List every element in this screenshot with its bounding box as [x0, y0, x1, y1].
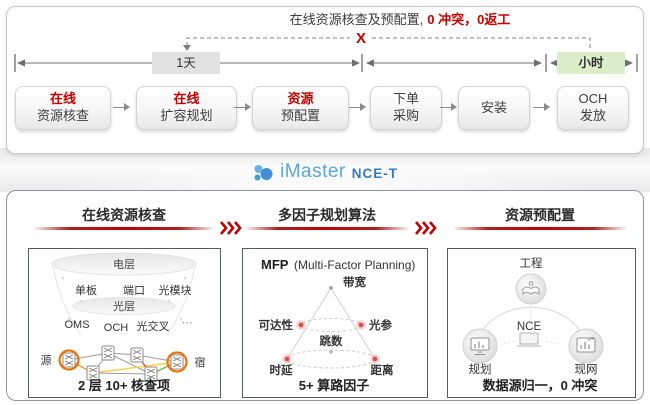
data-sync-diagram: 工程 NCE 规划: [462, 257, 604, 393]
mfp-full: (Multi-Factor Planning): [294, 258, 415, 272]
svg-text:OMS: OMS: [64, 319, 89, 331]
panel1-caption: 2 层 10+ 核查项: [78, 378, 170, 393]
process-flow-panel: [6, 6, 644, 154]
factor-cone: 带宽 可达性 光参 跳数 时延 距离: [259, 275, 394, 377]
engineering-label: 工程: [520, 257, 543, 270]
process-step-preconfig: 资源 预配置: [252, 86, 349, 130]
planning-label: 规划: [469, 362, 492, 376]
network-topology: 源 宿: [41, 345, 206, 382]
svg-text:光模块: 光模块: [159, 283, 192, 297]
flow-arrow-icon: [440, 103, 458, 111]
source-label: 源: [41, 353, 52, 367]
sink-label: 宿: [195, 355, 206, 369]
title-underline: [452, 227, 628, 230]
svg-text:跳数: 跳数: [320, 334, 343, 348]
hour-duration-chip: 小时: [557, 52, 625, 74]
annotation-text: 在线资源核查及预配置,: [289, 12, 424, 27]
svg-text:OCH: OCH: [104, 322, 129, 334]
day-duration-chip: 1天: [152, 52, 220, 74]
svg-text:时延: 时延: [270, 363, 293, 377]
svg-text:距离: 距离: [371, 363, 394, 377]
process-step-install: 安装: [458, 86, 530, 130]
process-step-expansion-planning: 在线 扩容规划: [136, 86, 237, 130]
network-node-icon: [62, 345, 184, 382]
live-network-icon: [568, 328, 604, 364]
svg-text:⋯: ⋯: [182, 317, 193, 329]
panel3-caption: 数据源归一，0 冲突: [483, 378, 598, 393]
nce-label: NCE: [517, 321, 542, 333]
panel-title-preconfig: 资源预配置: [505, 207, 575, 223]
resource-check-box: 电层 单板 端口 光模块 光层 OMS OCH 光交叉 ⋯: [28, 248, 221, 398]
panel-title-mfp-algorithm: 多因子规划算法: [278, 207, 376, 223]
triple-chevron-right-icon: [220, 221, 242, 235]
title-underline: [244, 227, 410, 230]
process-step-order: 下单 采购: [370, 86, 442, 130]
svg-text:单板: 单板: [75, 283, 97, 297]
mfp-cone-diagram: MFP (Multi-Factor Planning) 带宽 可达性 光参 跳: [259, 257, 416, 393]
brand-logo: iMaster NCE-T: [0, 158, 650, 186]
mfp-box: MFP (Multi-Factor Planning) 带宽 可达性 光参 跳: [242, 248, 428, 398]
funnel-and-network-diagram: 电层 单板 端口 光模块 光层 OMS OCH 光交叉 ⋯: [41, 252, 206, 393]
flow-arrow-icon: [533, 103, 551, 111]
process-step-online-check: 在线 资源核查: [15, 86, 111, 130]
panel-title-resource-check: 在线资源核查: [82, 207, 166, 223]
flow-arrow-icon: [234, 103, 252, 111]
svg-text:可达性: 可达性: [259, 318, 294, 332]
engineering-icon: [515, 273, 547, 305]
svg-text:端口: 端口: [123, 284, 145, 297]
flow-arrow-icon: [113, 103, 131, 111]
annotation: 在线资源核查及预配置,0 冲突，0返工: [245, 9, 555, 28]
mfp-abbr: MFP: [261, 257, 289, 272]
svg-text:光参: 光参: [368, 318, 392, 332]
brand-band: [0, 148, 650, 192]
sink-ring-icon: [166, 351, 188, 373]
imaster-logo-icon: [254, 165, 273, 181]
preconfig-box: 工程 NCE 规划: [447, 248, 636, 398]
live-network-label: 现网: [575, 363, 598, 376]
title-underline: [32, 227, 216, 230]
source-ring-icon: [58, 349, 80, 371]
svg-text:带宽: 带宽: [343, 275, 366, 289]
annotation-highlight: 0 冲突，0返工: [427, 12, 511, 27]
process-step-och: OCH 发放: [557, 86, 629, 130]
triple-chevron-right-icon: [415, 221, 437, 235]
panel2-caption: 5+ 算路因子: [299, 378, 369, 393]
factor-dot-icon: [282, 320, 380, 364]
resource-funnel: 电层 单板 端口 光模块 光层 OMS OCH 光交叉 ⋯: [51, 252, 197, 336]
layer-label: 光层: [113, 299, 135, 313]
nce-server-icon: [517, 332, 541, 347]
brand-name: iMaster: [279, 161, 346, 182]
svg-text:光交叉: 光交叉: [137, 319, 170, 333]
layer-label: 电层: [113, 258, 135, 271]
brand-product-name: NCE-T: [351, 166, 399, 181]
flow-arrow-icon: [349, 103, 367, 111]
planning-icon: [462, 328, 498, 364]
